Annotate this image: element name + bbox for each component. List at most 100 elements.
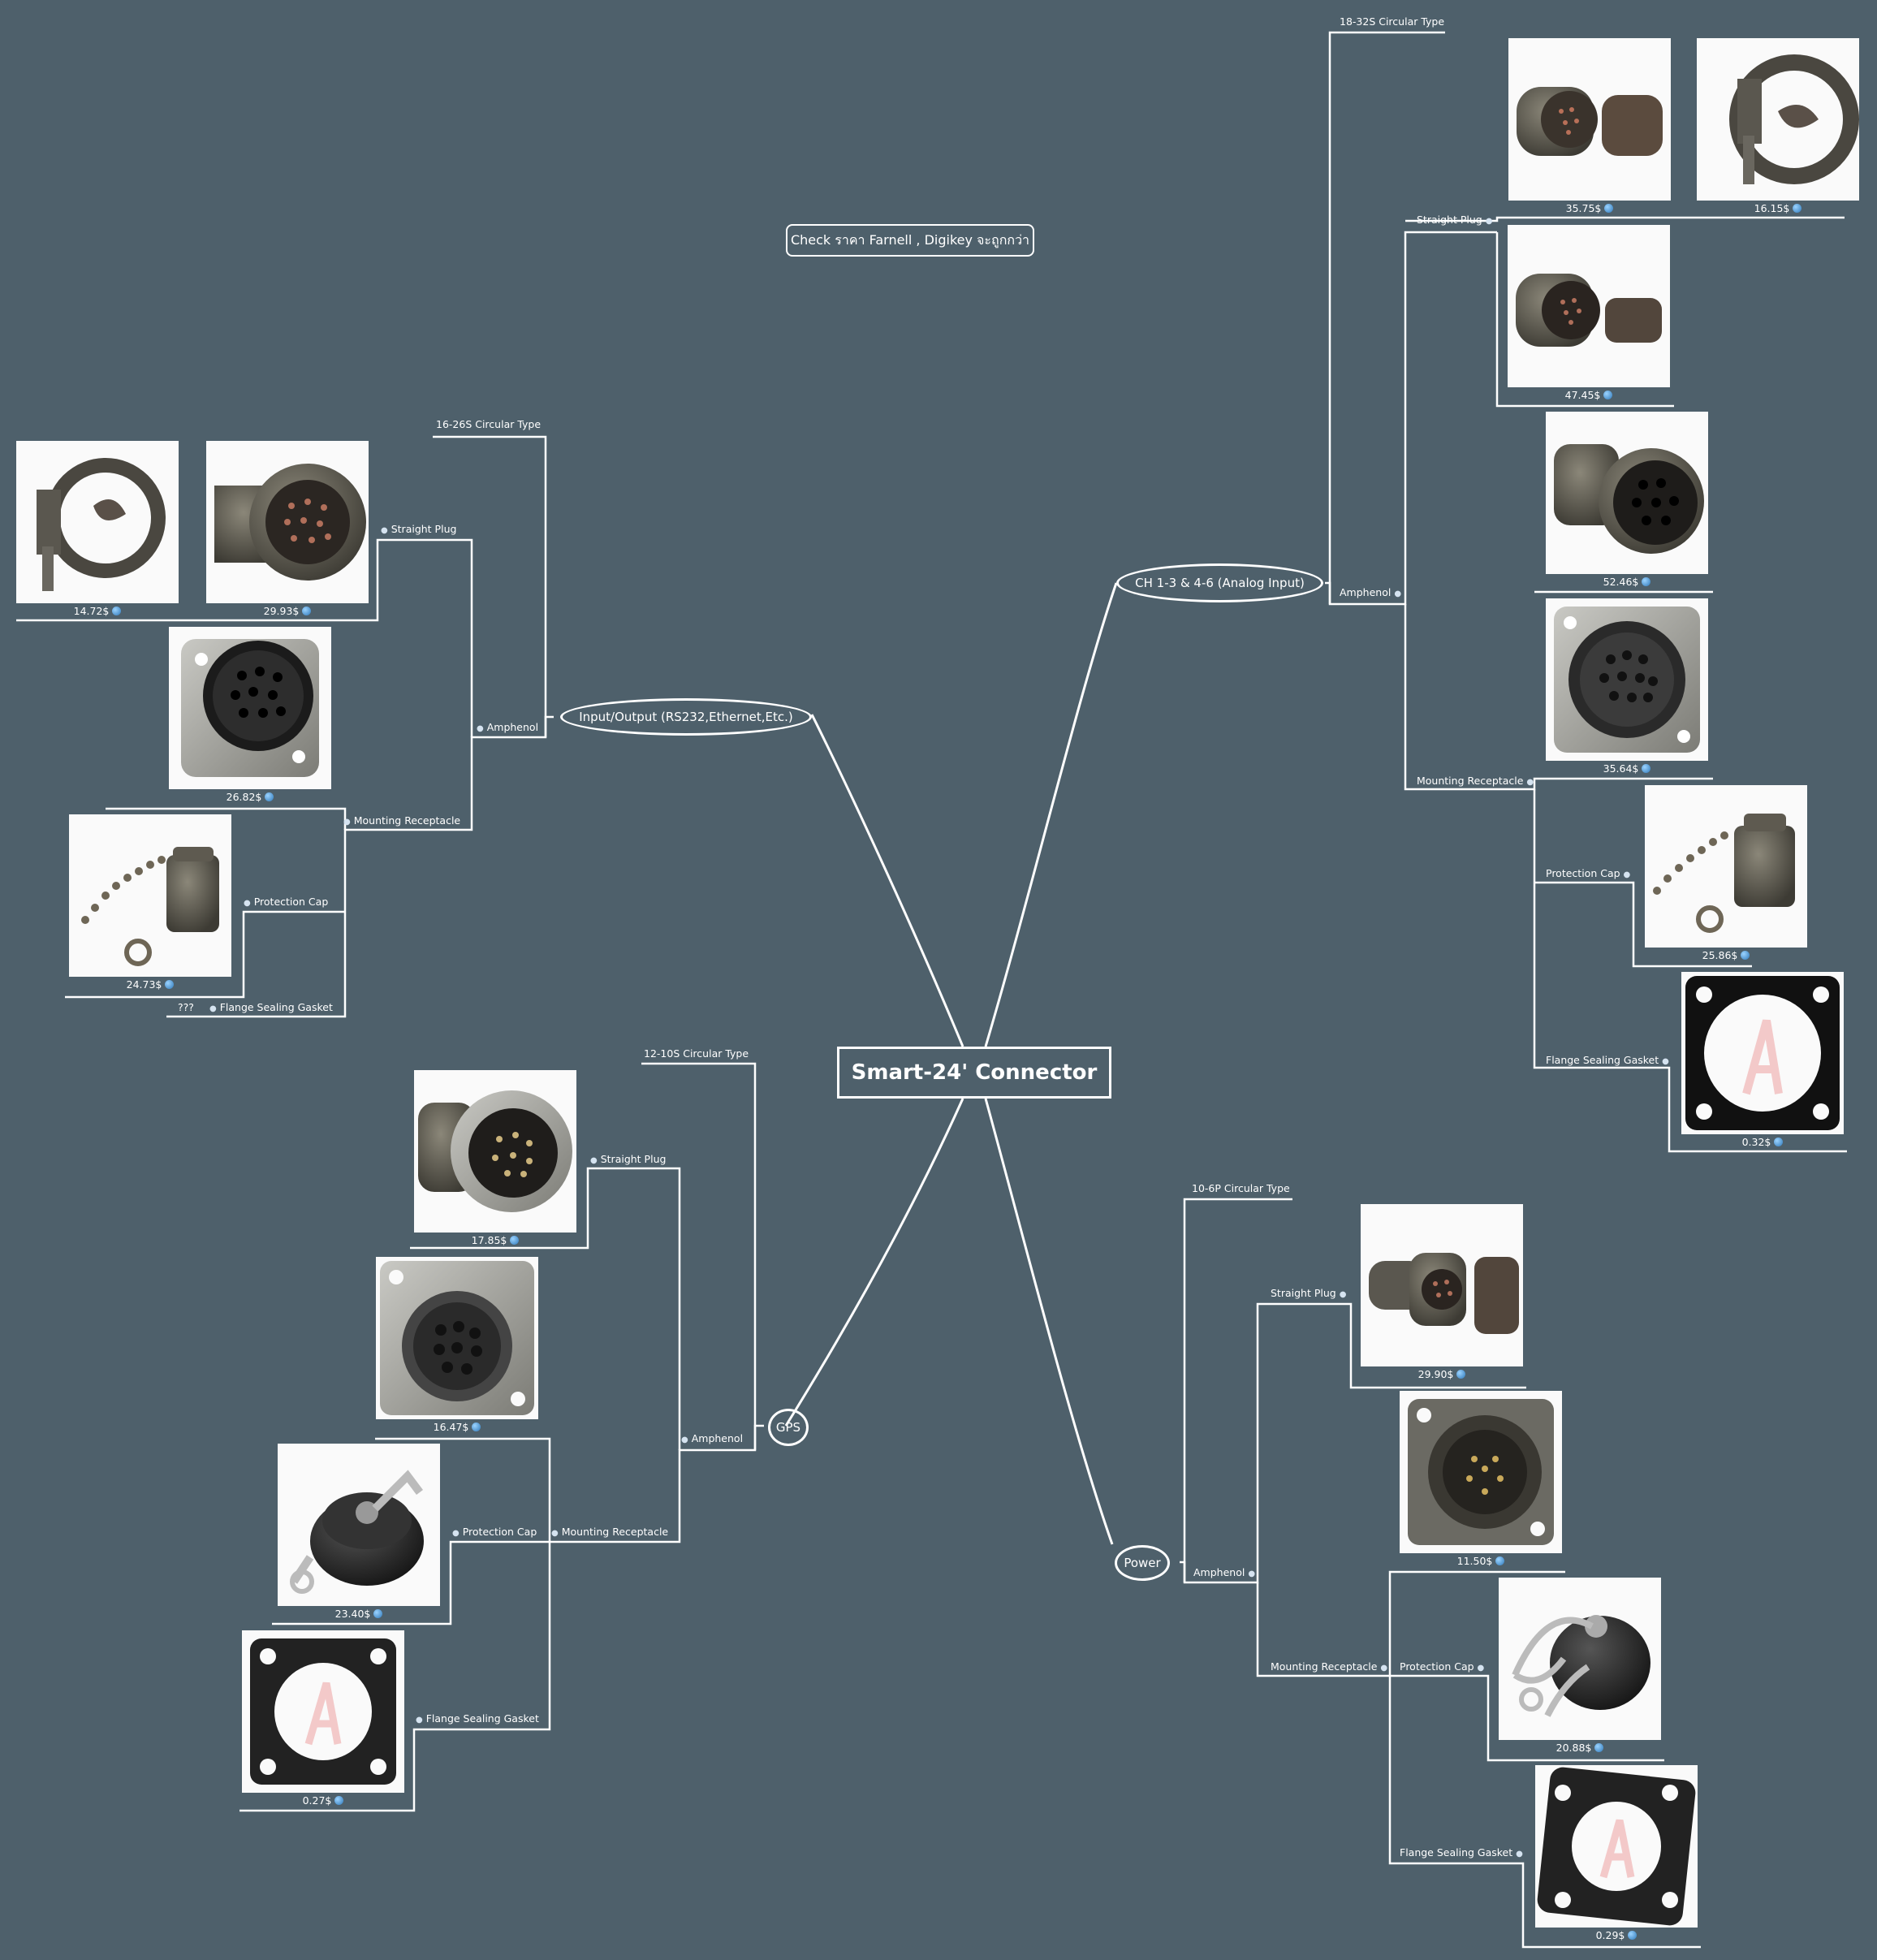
globe-icon	[1603, 391, 1613, 399]
power-protection-cap-label[interactable]: Protection Cap ●	[1400, 1660, 1484, 1675]
ch-plug-a-price: 35.75$	[1508, 202, 1671, 215]
power-receptacle-price: 11.50$	[1400, 1555, 1562, 1568]
gps-straight-plug-photo[interactable]	[414, 1070, 576, 1233]
ch-gasket-photo[interactable]	[1681, 972, 1844, 1134]
power-gasket-price: 0.29$	[1535, 1929, 1698, 1942]
globe-icon	[1604, 204, 1614, 213]
ch-brand-label[interactable]: Amphenol ●	[1340, 586, 1401, 601]
globe-icon	[1642, 764, 1651, 773]
gps-type-label[interactable]: 12-10S Circular Type	[644, 1047, 749, 1060]
io-cap-text: Protection Cap	[253, 896, 329, 908]
io-receptacle-photo[interactable]	[169, 627, 331, 789]
io-cap-price: 24.73$	[69, 978, 231, 991]
ch-mounting-text: Mounting Receptacle	[1417, 775, 1524, 787]
ch-plug-c-photo[interactable]	[1546, 412, 1708, 574]
mounting-receptacle-image	[380, 1261, 534, 1415]
gps-brand-label[interactable]: ● Amphenol	[681, 1432, 743, 1447]
power-cap-text: Protection Cap	[1400, 1660, 1474, 1673]
straight-plug-image	[1517, 87, 1663, 156]
power-type-label[interactable]: 10-6P Circular Type	[1192, 1182, 1290, 1194]
gps-mounting-receptacle-label[interactable]: ● Mounting Receptacle	[551, 1526, 668, 1540]
io-straight-plug-text: Straight Plug	[391, 523, 457, 535]
straight-plug-image	[1369, 1253, 1519, 1334]
io-flange-gasket-label[interactable]: ● Flange Sealing Gasket	[209, 1001, 333, 1016]
ch-cap-dot: ●	[1623, 870, 1631, 879]
topic-input-output[interactable]: Input/Output (RS232,Ethernet,Etc.)	[560, 698, 812, 736]
io-cap-price-text: 24.73$	[126, 978, 162, 991]
ch-gasket-text: Flange Sealing Gasket	[1546, 1054, 1659, 1066]
power-straight-plug-text: Straight Plug	[1271, 1287, 1336, 1299]
power-gasket-photo[interactable]	[1535, 1765, 1698, 1928]
io-plug-price: 29.93$	[206, 605, 369, 618]
gps-flange-gasket-label[interactable]: ● Flange Sealing Gasket	[416, 1712, 539, 1727]
gps-protection-cap-label[interactable]: ● Protection Cap	[452, 1526, 537, 1540]
io-gasket-text: Flange Sealing Gasket	[219, 1001, 333, 1013]
gps-mounting-text: Mounting Receptacle	[561, 1526, 669, 1538]
flange-gasket-image	[1537, 1767, 1696, 1926]
ch-plug-b-photo[interactable]	[1508, 225, 1670, 387]
gps-straight-plug-label[interactable]: ● Straight Plug	[590, 1153, 666, 1168]
globe-icon	[265, 792, 274, 801]
topic-ch-analog-input[interactable]: CH 1-3 & 4-6 (Analog Input)	[1116, 563, 1323, 602]
ch-plug-a-photo[interactable]	[1508, 38, 1671, 201]
io-straight-plug-photo[interactable]	[206, 441, 369, 603]
io-mounting-receptacle-label[interactable]: ● Mounting Receptacle	[343, 814, 460, 829]
power-receptacle-photo[interactable]	[1400, 1391, 1562, 1553]
io-cap-dot: ●	[244, 899, 251, 908]
power-flange-gasket-label[interactable]: Flange Sealing Gasket ●	[1400, 1846, 1523, 1861]
topic-power[interactable]: Power	[1115, 1545, 1170, 1581]
io-straight-plug-dot: ●	[381, 526, 388, 535]
gps-straight-plug-dot: ●	[590, 1156, 598, 1165]
mounting-receptacle-image	[1554, 607, 1700, 753]
power-mounting-dot: ●	[1380, 1664, 1388, 1673]
gps-gasket-photo[interactable]	[242, 1630, 404, 1793]
central-topic[interactable]: Smart-24' Connector	[837, 1047, 1111, 1099]
power-mounting-text: Mounting Receptacle	[1271, 1660, 1378, 1673]
ch-clamp-photo[interactable]	[1697, 38, 1859, 201]
io-brand-label[interactable]: ● Amphenol	[477, 721, 538, 736]
power-gasket-price-text: 0.29$	[1595, 1929, 1625, 1941]
ch-receptacle-photo[interactable]	[1546, 598, 1708, 761]
ch-receptacle-price-text: 35.64$	[1603, 762, 1639, 775]
io-brand-dot: ●	[477, 724, 484, 733]
power-straight-plug-photo[interactable]	[1361, 1204, 1523, 1366]
flange-gasket-image	[250, 1638, 396, 1785]
globe-icon	[112, 607, 122, 615]
power-gasket-text: Flange Sealing Gasket	[1400, 1846, 1513, 1859]
gps-protection-cap-photo[interactable]	[278, 1444, 440, 1606]
ch-straight-plug-label[interactable]: Straight Plug ●	[1417, 214, 1492, 228]
io-straight-plug-label[interactable]: ● Straight Plug	[381, 523, 456, 537]
power-mounting-receptacle-label[interactable]: Mounting Receptacle ●	[1271, 1660, 1387, 1675]
power-brand-label[interactable]: Amphenol ●	[1193, 1566, 1255, 1581]
ch-mounting-receptacle-label[interactable]: Mounting Receptacle ●	[1417, 775, 1534, 789]
ch-flange-gasket-label[interactable]: Flange Sealing Gasket ●	[1546, 1054, 1669, 1069]
gps-straight-plug-text: Straight Plug	[600, 1153, 667, 1165]
gps-receptacle-photo[interactable]	[376, 1257, 538, 1419]
io-receptacle-price-text: 26.82$	[226, 791, 262, 803]
globe-icon	[1793, 204, 1802, 213]
ch-mounting-dot: ●	[1526, 778, 1534, 787]
topic-gps[interactable]: GPS	[768, 1409, 809, 1446]
power-protection-cap-photo[interactable]	[1499, 1578, 1661, 1740]
io-protection-cap-label[interactable]: ● Protection Cap	[244, 896, 328, 910]
io-type-label[interactable]: 16-26S Circular Type	[436, 418, 542, 430]
io-cable-clamp-photo[interactable]	[16, 441, 179, 603]
ch-protection-cap-label[interactable]: Protection Cap ●	[1546, 867, 1630, 882]
ch-type-label[interactable]: 18-32S Circular Type	[1340, 15, 1445, 28]
ch-protection-cap-photo[interactable]	[1645, 785, 1807, 948]
io-protection-cap-photo[interactable]	[69, 814, 231, 977]
io-mounting-text: Mounting Receptacle	[353, 814, 461, 827]
ch-plug-b-price-text: 47.45$	[1564, 389, 1601, 401]
floating-note[interactable]: Check ราคา Farnell , Digikey จะถูกกว่า	[786, 224, 1034, 257]
globe-icon	[1642, 577, 1651, 586]
ch-plug-c-price-text: 52.46$	[1603, 576, 1639, 588]
power-straight-plug-dot: ●	[1339, 1290, 1347, 1299]
globe-icon	[373, 1609, 383, 1618]
straight-plug-image	[1554, 444, 1704, 554]
power-cap-dot: ●	[1477, 1664, 1485, 1673]
mounting-receptacle-image	[1408, 1399, 1554, 1545]
power-plug-price: 29.90$	[1361, 1368, 1523, 1381]
power-straight-plug-label[interactable]: Straight Plug ●	[1271, 1287, 1346, 1302]
globe-icon	[165, 980, 175, 989]
